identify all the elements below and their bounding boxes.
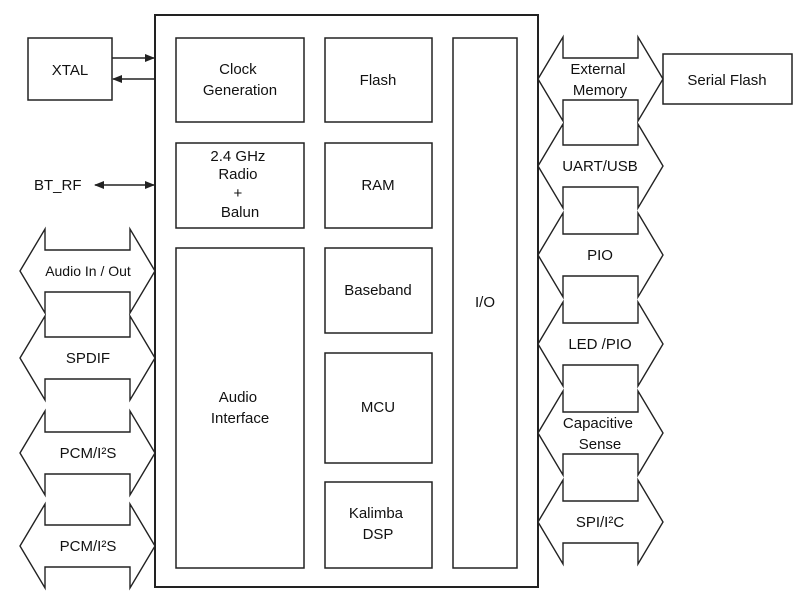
- pcm-i2s-label-2: PCM/I²S: [60, 538, 117, 555]
- kalimba-dsp-label: Kalimba DSP: [349, 505, 407, 543]
- audio-interface-label: Audio Interface: [211, 389, 269, 427]
- flash-label: Flash: [360, 72, 397, 89]
- baseband-label: Baseband: [344, 282, 412, 299]
- io-block: I/O: [452, 37, 518, 569]
- serial-flash-block: Serial Flash: [662, 53, 793, 105]
- uart-usb-arrow: UART/USB: [537, 121, 664, 211]
- xtal-label: XTAL: [52, 62, 88, 79]
- led-pio-label: LED /PIO: [568, 336, 631, 353]
- ram-label: RAM: [361, 177, 394, 194]
- flash-block: Flash: [324, 37, 433, 123]
- radio-block: 2.4 GHz Radio + Balun: [175, 142, 305, 229]
- baseband-block: Baseband: [324, 247, 433, 334]
- audio-interface-block: Audio Interface: [175, 247, 305, 569]
- spdif-arrow: SPDIF: [19, 313, 156, 403]
- serial-flash-label: Serial Flash: [687, 72, 766, 89]
- radio-label: 2.4 GHz Radio + Balun: [210, 148, 269, 221]
- pcm-i2s-label-1: PCM/I²S: [60, 445, 117, 462]
- external-memory-arrow: External Memory: [537, 34, 664, 124]
- clock-generation-label: Clock Generation: [203, 61, 277, 99]
- ram-block: RAM: [324, 142, 433, 229]
- left-interface-arrows: Audio In / Out SPDIF PCM/I²S PCM/I²S: [19, 226, 156, 591]
- audio-in-out-label: Audio In / Out: [45, 263, 131, 279]
- pcm-i2s-arrow-1: PCM/I²S: [19, 408, 156, 498]
- spi-i2c-arrow: SPI/I²C: [537, 477, 664, 567]
- bt-rf-label: BT_RF: [34, 177, 82, 194]
- kalimba-dsp-block: Kalimba DSP: [324, 481, 433, 569]
- mcu-block: MCU: [324, 352, 433, 464]
- io-label: I/O: [475, 294, 495, 311]
- capacitive-sense-arrow: Capacitive Sense: [537, 388, 664, 478]
- mcu-label: MCU: [361, 399, 395, 416]
- capacitive-sense-label: Capacitive Sense: [563, 415, 637, 453]
- pio-label: PIO: [587, 247, 613, 264]
- xtal-block: XTAL: [27, 37, 113, 101]
- pio-arrow: PIO: [537, 210, 664, 300]
- clock-generation-block: Clock Generation: [175, 37, 305, 123]
- audio-in-out-arrow: Audio In / Out: [19, 226, 156, 316]
- spi-i2c-label: SPI/I²C: [576, 514, 625, 531]
- pcm-i2s-arrow-2: PCM/I²S: [19, 501, 156, 591]
- external-memory-label: External Memory: [570, 61, 629, 99]
- right-interface-arrows: External Memory UART/USB PIO LED /PIO Ca…: [537, 34, 664, 567]
- uart-usb-label: UART/USB: [562, 158, 638, 175]
- spdif-label: SPDIF: [66, 350, 110, 367]
- led-pio-arrow: LED /PIO: [537, 299, 664, 389]
